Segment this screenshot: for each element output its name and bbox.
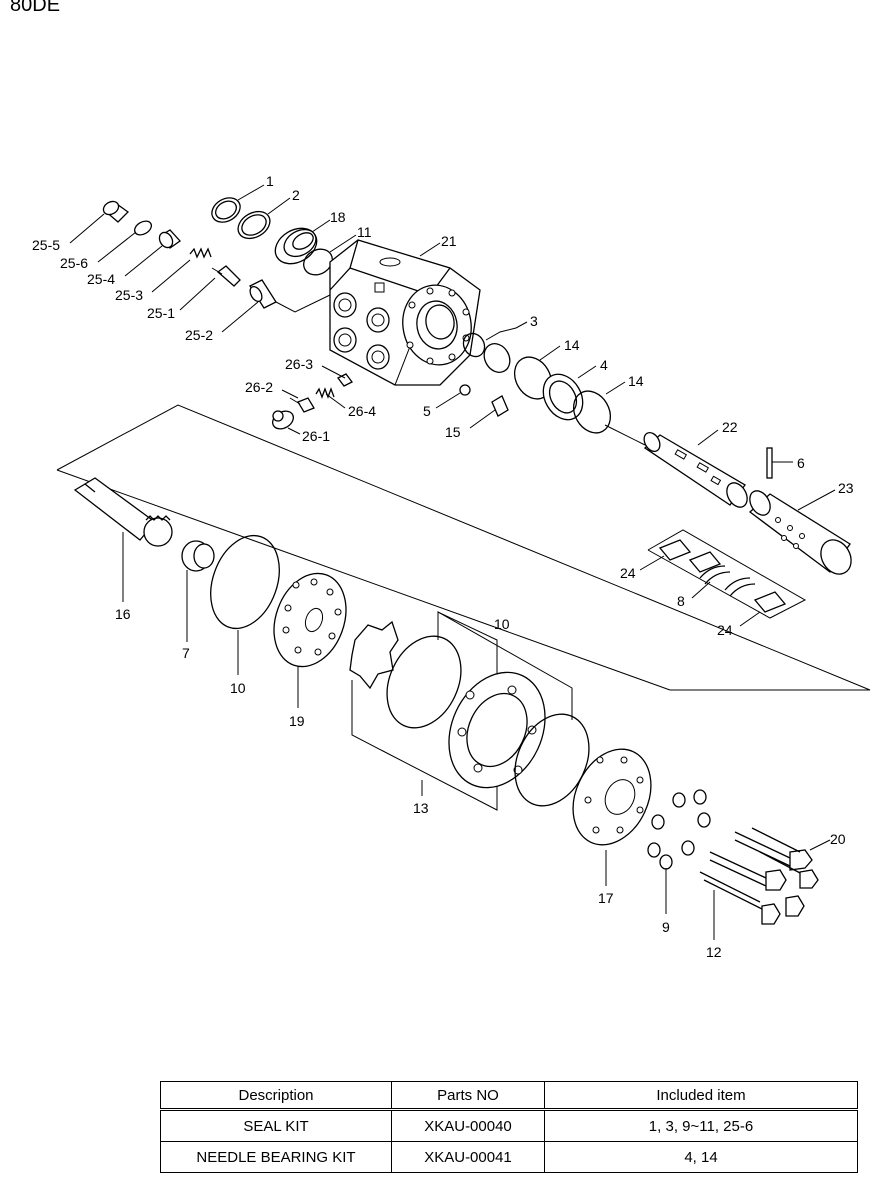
- cell-description: SEAL KIT: [160, 1109, 392, 1142]
- label-part-25-4: 25-4: [87, 271, 115, 287]
- part-11-o-ring: [303, 248, 333, 276]
- page-title: 80DE: [10, 0, 61, 16]
- part-25-2-valve-body: [249, 279, 277, 309]
- label-part-9: 9: [662, 919, 670, 935]
- part-2-seal: [237, 210, 271, 240]
- part-26-4-spring: [315, 387, 335, 399]
- part-5-ball: [459, 384, 471, 396]
- part-22-spool: [643, 432, 748, 508]
- assembly-line-25-2: [275, 294, 331, 313]
- part-15-spring: [491, 395, 509, 417]
- part-25-3-spring: [189, 247, 212, 259]
- part-21-housing: [329, 239, 481, 386]
- label-part-10-a: 10: [230, 680, 246, 696]
- assembly-outline: [56, 469, 671, 691]
- label-part-3: 3: [530, 313, 538, 329]
- label-part-14-b: 14: [628, 373, 644, 389]
- part-26-3-ball-seat: [337, 373, 353, 387]
- part-20-bolts: [734, 827, 819, 889]
- part-8-spring: [699, 565, 756, 597]
- label-part-26-2: 26-2: [245, 379, 273, 395]
- part-19-plate: [273, 572, 347, 668]
- part-18-dust-seal: [274, 227, 318, 265]
- label-part-5: 5: [423, 403, 431, 419]
- part-14-bearing-race-b: [572, 390, 612, 434]
- label-part-26-1: 26-1: [302, 428, 330, 444]
- label-part-22: 22: [722, 419, 738, 435]
- cell-description: NEEDLE BEARING KIT: [160, 1141, 392, 1173]
- label-part-24-b: 24: [717, 622, 733, 638]
- part-12-bolts: [699, 851, 805, 925]
- label-part-25-5: 25-5: [32, 237, 60, 253]
- kit-table-header: Description Parts NO Included item: [160, 1081, 858, 1111]
- part-6-pin: [766, 447, 773, 479]
- label-part-25-2: 25-2: [185, 327, 213, 343]
- label-part-16: 16: [115, 606, 131, 622]
- label-part-21: 21: [441, 233, 457, 249]
- table-row: SEAL KIT XKAU-00040 1, 3, 9~11, 25-6: [160, 1109, 858, 1142]
- cell-parts-no: XKAU-00041: [391, 1141, 545, 1173]
- part-3-seal-a: [462, 332, 486, 358]
- part-10-o-ring-a: [210, 534, 280, 630]
- part-3-seal-b: [483, 343, 511, 373]
- part-23-sleeve: [748, 490, 852, 575]
- label-part-14-a: 14: [564, 337, 580, 353]
- label-part-24-a: 24: [620, 565, 636, 581]
- kit-table: Description Parts NO Included item SEAL …: [160, 1081, 858, 1173]
- label-part-4: 4: [600, 357, 608, 373]
- header-description: Description: [160, 1081, 392, 1111]
- label-part-23: 23: [838, 480, 854, 496]
- cell-included-item: 1, 3, 9~11, 25-6: [544, 1109, 858, 1142]
- label-part-1: 1: [266, 173, 274, 189]
- label-part-26-4: 26-4: [348, 403, 376, 419]
- part-4-needle-bearing: [542, 373, 584, 421]
- label-part-10-b: 10: [494, 616, 510, 632]
- label-part-13: 13: [413, 800, 429, 816]
- label-part-25-1: 25-1: [147, 305, 175, 321]
- part-25-6-o-ring: [133, 220, 153, 236]
- label-part-25-3: 25-3: [115, 287, 143, 303]
- label-part-7: 7: [182, 645, 190, 661]
- part-25-4-seat: [158, 229, 181, 249]
- label-part-26-3: 26-3: [285, 356, 313, 372]
- part-7-cap: [181, 540, 215, 572]
- label-part-8: 8: [677, 593, 685, 609]
- part-9-washers: [647, 789, 711, 870]
- label-part-15: 15: [445, 424, 461, 440]
- table-row: NEEDLE BEARING KIT XKAU-00041 4, 14: [160, 1141, 858, 1173]
- label-part-11: 11: [357, 224, 372, 240]
- label-part-2: 2: [292, 187, 300, 203]
- header-included-item: Included item: [544, 1081, 858, 1111]
- axis-line: [604, 424, 646, 446]
- label-part-17: 17: [598, 890, 614, 906]
- label-part-18: 18: [330, 209, 346, 225]
- leader-lines: [69, 184, 836, 940]
- cell-parts-no: XKAU-00040: [391, 1109, 545, 1142]
- label-part-20: 20: [830, 831, 846, 847]
- part-26-2-poppet: [289, 397, 315, 413]
- part-26-1-plug: [272, 410, 294, 430]
- part-13-inner-rotor: [349, 620, 399, 690]
- label-part-25-6: 25-6: [60, 255, 88, 271]
- part-16-drive-shaft: [73, 477, 173, 547]
- part-1-seal: [211, 197, 241, 223]
- assembly-outline: [56, 404, 871, 691]
- exploded-parts-diagram: 1 2 18 11 21 25-5 25-6 25-4 25-3 25-1 25…: [32, 173, 871, 960]
- cell-included-item: 4, 14: [544, 1141, 858, 1173]
- label-part-12: 12: [706, 944, 722, 960]
- o-ring-bracket: [437, 611, 573, 720]
- spring-kit-outline: [647, 529, 807, 619]
- label-part-19: 19: [289, 713, 305, 729]
- label-part-6: 6: [797, 455, 805, 471]
- part-13-outer-ring: [448, 671, 546, 789]
- part-25-5-plug: [102, 200, 130, 223]
- part-17-end-cap: [572, 748, 652, 846]
- part-10-o-ring-b: [386, 635, 462, 729]
- part-25-1-poppet: [211, 265, 241, 287]
- part-24-centering-spring: [658, 539, 787, 613]
- header-parts-no: Parts NO: [391, 1081, 545, 1111]
